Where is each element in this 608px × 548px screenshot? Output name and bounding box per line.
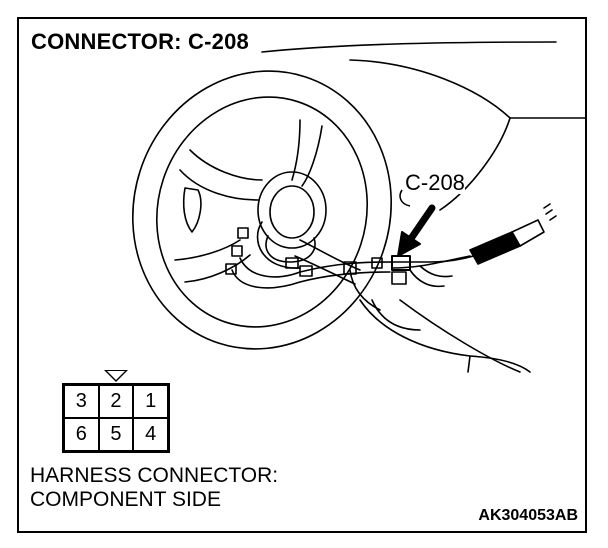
pin-cell: 3 xyxy=(64,385,99,418)
pin-cell: 5 xyxy=(98,418,134,451)
steering-wheel-rim xyxy=(132,70,392,350)
connector-c208-shape xyxy=(391,255,411,271)
caption-line: COMPONENT SIDE xyxy=(30,488,221,511)
clock-spring xyxy=(257,171,327,249)
pointer-arrow xyxy=(397,204,436,257)
wire-harness xyxy=(239,247,501,278)
connector-pin-face: 3 2 1 6 5 4 xyxy=(62,383,170,453)
pin-cell: 2 xyxy=(98,385,134,418)
connector-caption: HARNESS CONNECTOR: COMPONENT SIDE xyxy=(30,464,278,512)
connector-callout-label: C-208 xyxy=(405,170,465,195)
figure-code: AK304053AB xyxy=(478,507,578,524)
pin-cell: 6 xyxy=(64,418,99,451)
dashboard-outline xyxy=(261,41,557,53)
caption-line: HARNESS CONNECTOR: xyxy=(30,464,279,487)
pin-cell: 4 xyxy=(133,418,168,451)
diagram-title: CONNECTOR: C-208 xyxy=(31,29,253,55)
pin-cell: 1 xyxy=(133,385,168,418)
